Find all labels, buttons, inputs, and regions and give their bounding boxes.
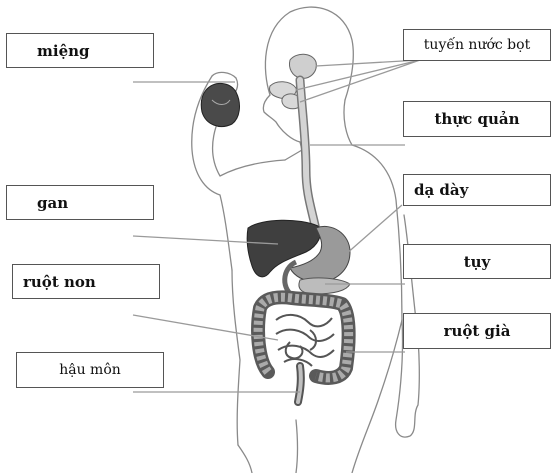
esophagus-shape <box>295 75 321 235</box>
liver-shape <box>246 219 321 278</box>
leader-tuyen-nuoc-bot-2 <box>295 59 421 91</box>
label-da-day: dạ dày <box>403 174 551 206</box>
label-ruot-non: ruột non <box>12 264 160 299</box>
pancreas-shape <box>298 277 351 295</box>
label-gan: gan <box>6 185 154 220</box>
leader-lines <box>132 59 421 393</box>
label-hau-mon: hậu môn <box>16 352 164 388</box>
salivary-gland-shape <box>269 53 317 110</box>
large-intestine-shape <box>251 290 356 385</box>
apple-icon <box>200 83 240 127</box>
body-outline <box>191 6 420 473</box>
leader-da-day <box>344 204 403 256</box>
leader-gan <box>132 235 279 245</box>
label-thuc-quan: thực quản <box>403 101 551 137</box>
leader-tuyen-nuoc-bot-1 <box>315 59 421 67</box>
small-intestine-shape <box>275 314 335 367</box>
leader-ruot-non <box>132 314 279 341</box>
label-mieng: miệng <box>6 33 154 68</box>
label-tuyen-nuoc-bot: tuyến nước bọt <box>403 29 551 61</box>
leader-tuyen-nuoc-bot-3 <box>299 59 421 103</box>
label-ruot-gia: ruột già <box>403 313 551 349</box>
label-tuy: tụy <box>403 244 551 279</box>
stomach-shape <box>289 226 351 283</box>
rectum-shape <box>294 362 305 406</box>
